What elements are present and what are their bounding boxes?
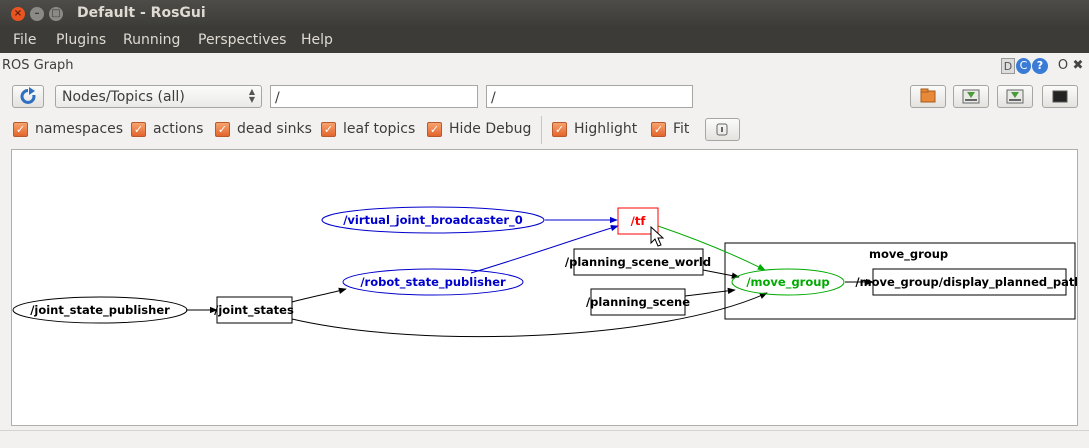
toolbar-separator [541,116,542,144]
move-group-cluster [724,242,1076,320]
topic-tf[interactable] [617,207,659,235]
edge-joint-states-rsp [291,287,347,303]
save-svg-button[interactable] [997,85,1033,108]
topic-planning-scene-world[interactable] [573,248,704,276]
topic-planning-scene-world-label: /planning_scene_world [565,255,711,270]
checkbox-checked-icon: ✓ [13,122,28,137]
actions-label: actions [153,121,204,137]
edge-ps-move-group [684,287,736,297]
topic-display-planned-path-label: /move_group/display_planned_path [855,275,1077,290]
load-button[interactable] [910,85,946,108]
load-icon [920,88,936,103]
edge-joint-states-move-group [291,292,768,338]
edge-psw-move-group [702,269,740,279]
node-filter-input[interactable] [270,85,478,108]
topic-filter-input[interactable] [486,85,693,108]
node-virtual-joint-broadcaster-label: /virtual_joint_broadcaster_0 [343,213,523,228]
menu-file[interactable]: File [13,32,37,48]
topic-planning-scene-label: /planning_scene [586,295,690,310]
node-joint-state-publisher[interactable] [12,296,188,324]
panel-title: ROS Graph [2,58,74,73]
node-move-group[interactable] [731,268,845,296]
node-robot-state-publisher[interactable] [342,268,524,296]
fit-in-view-icon [716,123,728,136]
node-move-group-label: /move_group [746,275,829,290]
fit-in-view-button[interactable] [705,118,740,141]
options-icon[interactable]: O [1057,58,1069,73]
dead-sinks-label: dead sinks [237,121,312,137]
save-dot-icon [962,89,980,104]
node-joint-state-publisher-label: /joint_state_publisher [30,303,170,318]
topic-tf-label: /tf [631,214,647,228]
ros-graph: move_group /joint_state_publisher /joint… [12,206,1083,338]
window-titlebar: × – □ Default - RosGui [0,0,1089,28]
dock-d-icon[interactable]: D [1001,58,1015,74]
checkbox-checked-icon: ✓ [321,122,336,137]
topic-joint-states-label: /joint_states [214,303,294,318]
topic-display-planned-path[interactable] [872,268,1067,296]
graph-canvas[interactable]: move_group /joint_state_publisher /joint… [11,149,1083,426]
checkbox-checked-icon: ✓ [552,122,567,137]
checkbox-checked-icon: ✓ [215,122,230,137]
fit-label: Fit [673,121,690,137]
window-close-button[interactable]: × [11,7,25,21]
help-icon[interactable]: ? [1032,58,1048,74]
refresh-button[interactable] [12,85,44,108]
screenshot-icon [1052,90,1068,103]
node-robot-state-publisher-label: /robot_state_publisher [360,275,506,290]
namespaces-label: namespaces [35,121,124,137]
edge-rsp-tf [470,224,619,274]
combo-arrows-icon: ▲▼ [248,87,255,104]
window-title: Default - RosGui [77,5,206,21]
menu-running[interactable]: Running [123,32,181,48]
menu-plugins[interactable]: Plugins [56,32,107,48]
menu-perspectives[interactable]: Perspectives [198,32,287,48]
save-svg-icon [1006,89,1024,104]
graph-type-select[interactable]: Nodes/Topics (all) ▲▼ [55,85,262,108]
highlight-label: Highlight [574,121,638,137]
edge-tf-move-group [657,225,766,271]
menu-help[interactable]: Help [301,32,333,48]
mouse-cursor-icon [650,225,665,247]
leaf-topics-label: leaf topics [343,121,416,137]
menu-bar: File Plugins Running Perspectives Help [0,28,1089,53]
checkbox-checked-icon: ✓ [651,122,666,137]
window-maximize-button[interactable]: □ [49,7,63,21]
checkbox-checked-icon: ✓ [131,122,146,137]
status-bar [0,430,1089,448]
close-panel-icon[interactable]: ✖ [1072,58,1084,73]
cluster-label: move_group [869,247,948,262]
topic-joint-states[interactable] [216,296,293,324]
topic-planning-scene[interactable] [590,288,686,316]
screenshot-button[interactable] [1042,85,1078,108]
graph-type-value: Nodes/Topics (all) [62,89,185,105]
refresh-icon [20,87,36,104]
save-dot-button[interactable] [953,85,989,108]
node-virtual-joint-broadcaster[interactable] [321,206,545,234]
checkbox-checked-icon: ✓ [427,122,442,137]
window-minimize-button[interactable]: – [30,7,44,21]
hide-debug-label: Hide Debug [449,121,532,137]
reload-plugin-icon[interactable]: C [1016,58,1031,74]
